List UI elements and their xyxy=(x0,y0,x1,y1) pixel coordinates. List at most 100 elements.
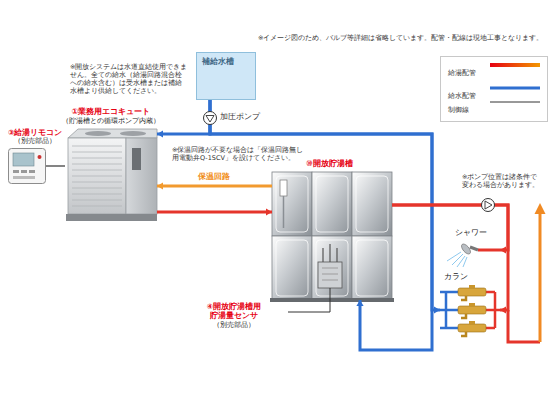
level-sensor-illustration xyxy=(322,268,338,280)
legend-text: 給湯配管 xyxy=(448,69,476,77)
node-note: （別売部品） xyxy=(8,137,62,145)
storage-tank-illustration xyxy=(316,176,348,232)
storage-tank-illustration xyxy=(352,236,392,300)
legend-box xyxy=(441,57,548,122)
legend-entry: 給湯配管 xyxy=(448,60,476,79)
water-supply-pipe xyxy=(210,100,440,314)
storage-tank-illustration xyxy=(276,176,308,232)
note-text: ※イメージ図のため、バルブ等詳細は省略しています。配管・配線は現地工事となります… xyxy=(258,34,550,42)
booster-pump xyxy=(206,116,214,123)
heat-pump-illustration xyxy=(126,138,157,214)
faucet-illustration xyxy=(461,296,466,336)
storage-tank-illustration xyxy=(316,240,348,296)
note-text: ※保温回路が不要な場合は「保温回路無し用電動弁Q-1SCV」を設けてください。 xyxy=(172,146,306,162)
control-wire xyxy=(46,166,65,167)
node-title: ③給湯リモコン xyxy=(8,128,62,137)
faucet-illustration xyxy=(440,292,460,328)
connector-line xyxy=(392,205,508,250)
shower: シャワー xyxy=(437,228,500,268)
level-sensor-label: ④開放貯湯槽用 貯湯量センサ（別売部品） xyxy=(186,302,282,329)
connector-line xyxy=(157,185,272,188)
arrowhead xyxy=(266,208,272,215)
arrowhead xyxy=(157,130,163,137)
level-sensor-illustration xyxy=(323,244,337,262)
heat-pump-illustration xyxy=(85,131,111,136)
remote-illustration xyxy=(29,170,35,173)
remote-illustration xyxy=(21,170,27,173)
node-title: 補給水槽 xyxy=(202,57,250,66)
hot-pipe-sample xyxy=(490,63,540,67)
heat-pump-unit: ①業務用エコキュート（貯湯槽との循環ポンプ内蔵） xyxy=(65,128,157,222)
hot-water-pipe xyxy=(157,208,272,215)
legend-frame xyxy=(441,57,548,122)
storage-tank-illustration xyxy=(356,176,388,232)
heat-pump-illustration xyxy=(120,131,146,136)
remote-controller: ③給湯リモコン（別売部品） xyxy=(8,148,46,184)
edge-label: 保温回路 xyxy=(196,172,232,181)
storage-tank-illustration xyxy=(352,172,392,236)
legend-text: 給水配管 xyxy=(448,92,476,100)
storage-tank-illustration xyxy=(312,236,352,300)
arrowhead xyxy=(500,246,506,253)
note-text: ※開放システムは水道直結使用できません。全ての給水（給湯回路混合栓への給水含む）… xyxy=(70,63,188,96)
faucets: カラン xyxy=(440,272,500,338)
remote-illustration xyxy=(9,149,46,184)
heat-pump-illustration xyxy=(132,148,141,170)
connector-line xyxy=(46,165,65,166)
storage-tank-illustration xyxy=(356,240,388,296)
faucet-illustration xyxy=(469,303,475,306)
faucet-illustration xyxy=(469,321,475,324)
shower-illustration xyxy=(460,242,472,255)
remote-illustration xyxy=(38,155,42,159)
connector-line xyxy=(157,100,210,134)
circulation-pump xyxy=(485,201,492,209)
legend-entry: 給水配管 xyxy=(448,83,476,102)
arrowhead xyxy=(434,306,440,313)
leader-line xyxy=(288,288,330,312)
node-caption: ①業務用エコキュート（貯湯槽との循環ポンプ内蔵） xyxy=(62,107,160,125)
storage-tank-illustration xyxy=(270,298,394,302)
heat-pump-illustration xyxy=(68,138,126,214)
water-supply-pipe xyxy=(157,100,210,138)
legend-entry: 制御線 xyxy=(448,97,469,116)
node-title: カラン xyxy=(444,272,500,281)
return-pipe xyxy=(508,203,546,342)
faucet-illustration xyxy=(458,324,486,332)
node-caption: ⑩開放貯湯槽 xyxy=(306,159,353,169)
hot-water-pipe xyxy=(392,205,508,314)
storage-tank: ⑩開放貯湯槽 xyxy=(272,172,392,300)
remote-illustration xyxy=(13,170,19,173)
storage-tank-illustration xyxy=(272,236,312,300)
heat-pump-illustration xyxy=(72,146,122,206)
connector-line xyxy=(157,211,272,214)
faucet-illustration xyxy=(440,285,500,336)
circulation-pump xyxy=(482,199,495,212)
node-title: シャワー xyxy=(455,228,500,237)
node-caption: ③給湯リモコン（別売部品） xyxy=(8,128,62,146)
booster-pump xyxy=(204,112,217,125)
shower-illustration xyxy=(447,242,500,267)
control-line-sample xyxy=(490,102,540,103)
node-note: （貯湯槽との循環ポンプ内蔵） xyxy=(62,117,160,125)
hot-water-pipe xyxy=(392,205,508,254)
storage-tank-illustration xyxy=(276,240,308,296)
node-note: （別売部品） xyxy=(186,321,282,329)
faucet-illustration xyxy=(484,292,500,328)
faucet-illustration xyxy=(458,306,486,314)
faucet-illustration xyxy=(469,285,475,288)
storage-tank-illustration xyxy=(283,196,285,228)
shower-illustration xyxy=(447,252,467,267)
arrowhead xyxy=(500,306,506,313)
remote-illustration xyxy=(13,153,34,166)
arrowhead xyxy=(356,300,363,306)
shower-illustration xyxy=(470,247,478,250)
arrowhead xyxy=(157,182,163,189)
legend-text: 制御線 xyxy=(448,106,469,114)
booster-pump xyxy=(204,112,217,125)
